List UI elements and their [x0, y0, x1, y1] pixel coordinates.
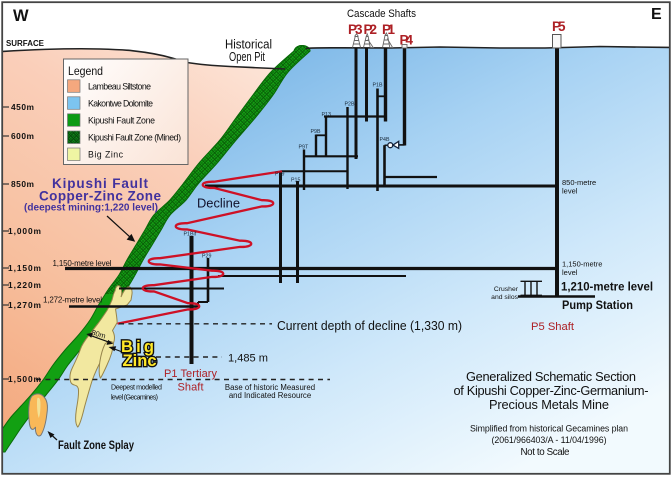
svg-text:850m: 850m [11, 179, 34, 189]
svg-text:SURFACE: SURFACE [6, 39, 44, 48]
svg-text:Lambeau Siltstone: Lambeau Siltstone [88, 81, 151, 91]
svg-text:P1: P1 [382, 22, 395, 37]
svg-text:1,150m: 1,150m [8, 263, 41, 273]
svg-text:1,150-metre level: 1,150-metre level [53, 259, 112, 268]
svg-text:1,485 m: 1,485 m [228, 353, 268, 365]
svg-text:Kakontwe Dolomite: Kakontwe Dolomite [88, 98, 153, 108]
svg-text:Open Pit: Open Pit [229, 50, 265, 64]
svg-text:P15: P15 [291, 178, 300, 184]
svg-text:and Indicated Resource: and Indicated Resource [229, 391, 311, 400]
svg-text:Base of historic Measured: Base of historic Measured [225, 383, 315, 392]
svg-text:P5 Shaft: P5 Shaft [531, 321, 574, 333]
svg-text:P13: P13 [322, 112, 331, 118]
svg-text:Decline: Decline [197, 196, 240, 211]
svg-text:P2B: P2B [345, 102, 355, 108]
svg-text:Crusher: Crusher [494, 286, 519, 293]
svg-text:Pump Station: Pump Station [562, 298, 633, 312]
svg-text:Generalized Schematic Section: Generalized Schematic Section [466, 369, 636, 384]
svg-text:P4B: P4B [380, 137, 390, 143]
svg-text:Kipushi Fault Zone: Kipushi Fault Zone [88, 115, 155, 125]
svg-text:P3: P3 [348, 22, 363, 37]
svg-text:P9T: P9T [299, 145, 309, 151]
svg-text:Cascade Shafts: Cascade Shafts [347, 8, 416, 20]
svg-text:Copper-Zinc Zone: Copper-Zinc Zone [39, 189, 161, 204]
svg-text:Simplified from historical Gec: Simplified from historical Gecamines pla… [470, 424, 628, 434]
svg-text:P9B: P9B [311, 129, 321, 135]
svg-text:E: E [651, 6, 662, 23]
svg-text:Shaft: Shaft [178, 382, 204, 394]
svg-text:600m: 600m [11, 131, 34, 141]
svg-text:P2: P2 [364, 22, 378, 37]
svg-text:1,150-metre: 1,150-metre [562, 260, 602, 269]
svg-text:P1Bif: P1Bif [184, 232, 197, 238]
svg-text:Current depth of decline (1,33: Current depth of decline (1,330 m) [277, 319, 462, 333]
svg-text:P29: P29 [202, 254, 211, 260]
svg-text:and silos: and silos [491, 294, 518, 301]
svg-text:(deepest mining:1,220 level): (deepest mining:1,220 level) [24, 203, 158, 214]
svg-text:W: W [13, 7, 29, 25]
svg-text:450m: 450m [11, 102, 34, 112]
svg-text:P4: P4 [400, 33, 414, 48]
svg-text:P19: P19 [275, 172, 284, 178]
svg-text:Precious Metals Mine: Precious Metals Mine [489, 397, 609, 412]
svg-text:P5: P5 [552, 19, 566, 34]
svg-text:1,220m: 1,220m [8, 280, 41, 290]
svg-text:Kipushi Fault: Kipushi Fault [52, 176, 149, 191]
svg-text:Deepest modelled: Deepest modelled [111, 384, 162, 392]
svg-text:1,270m: 1,270m [8, 300, 41, 310]
svg-text:level: level [562, 268, 578, 277]
svg-text:1,000m: 1,000m [8, 226, 41, 236]
svg-text:P1 Tertiary: P1 Tertiary [164, 368, 218, 380]
svg-text:Big Zinc: Big Zinc [88, 150, 124, 160]
svg-text:1,272-metre level: 1,272-metre level [43, 296, 102, 305]
svg-text:Legend: Legend [68, 64, 103, 78]
svg-text:Zinc: Zinc [123, 352, 157, 370]
svg-text:P1B: P1B [373, 83, 383, 89]
svg-text:1,210-metre level: 1,210-metre level [561, 282, 653, 294]
svg-text:1,500m: 1,500m [8, 374, 41, 384]
svg-text:Fault Zone Splay: Fault Zone Splay [58, 440, 134, 452]
svg-text:Kipushi Fault Zone (Mined): Kipushi Fault Zone (Mined) [88, 133, 181, 143]
svg-text:Not to Scale: Not to Scale [521, 447, 571, 458]
svg-text:Big: Big [121, 338, 154, 356]
svg-text:(2061/966403/A - 11/04/1996): (2061/966403/A - 11/04/1996) [492, 435, 607, 445]
svg-text:80m: 80m [90, 328, 106, 341]
svg-text:Historical: Historical [225, 38, 272, 52]
svg-text:of Kipushi Copper-Zinc-Germani: of Kipushi Copper-Zinc-Germanium- [454, 383, 649, 398]
svg-text:level (Gecamines): level (Gecamines) [111, 394, 158, 402]
svg-text:level: level [562, 187, 578, 196]
svg-text:850-metre: 850-metre [562, 178, 596, 187]
